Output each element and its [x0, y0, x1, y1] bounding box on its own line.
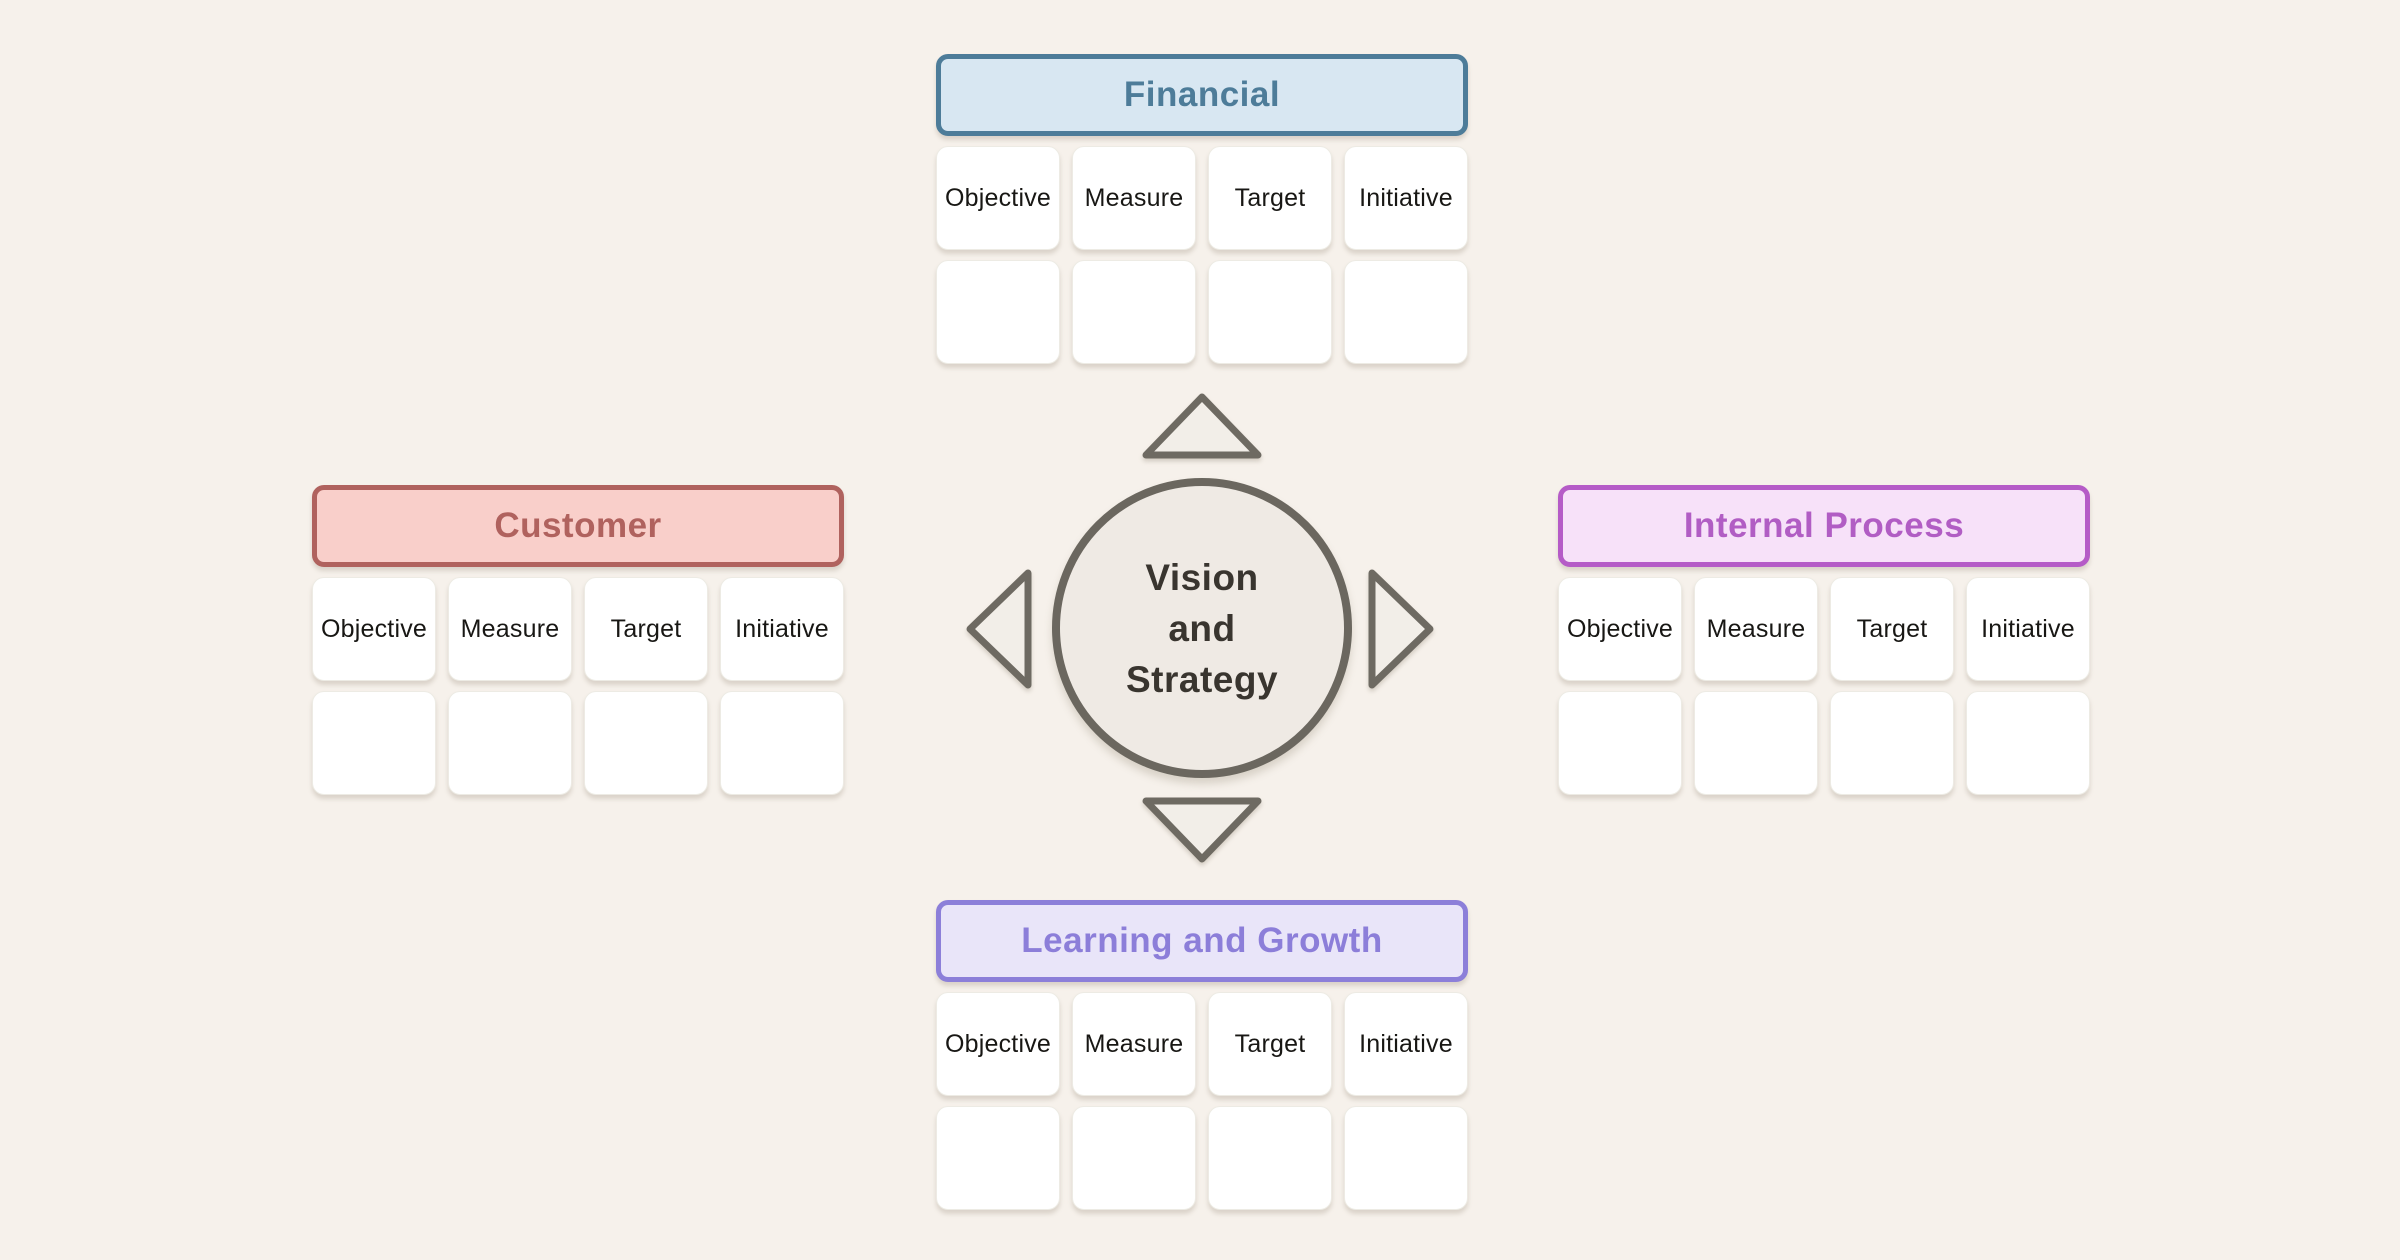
column-header-cell: Measure — [1072, 992, 1196, 1096]
arrow-left-icon — [966, 569, 1032, 689]
arrow-up-icon — [1142, 393, 1262, 459]
column-header-cell: Target — [1208, 992, 1332, 1096]
section-header-learning-growth: Learning and Growth — [936, 900, 1468, 982]
section-title: Learning and Growth — [1021, 921, 1383, 960]
column-header-cell: Initiative — [1344, 146, 1468, 250]
empty-cell — [1344, 1106, 1468, 1210]
section-title: Financial — [1123, 75, 1281, 114]
empty-cell — [720, 691, 844, 795]
empty-cell — [1208, 260, 1332, 364]
section-header-customer: Customer — [312, 485, 844, 567]
section-internal-process: Internal Process Objective Measure Targe… — [1558, 485, 2090, 795]
column-header-cell: Objective — [1558, 577, 1682, 681]
column-header-cell: Objective — [936, 146, 1060, 250]
section-header-internal-process: Internal Process — [1558, 485, 2090, 567]
column-header-cell: Target — [1208, 146, 1332, 250]
section-header-financial: Financial — [936, 54, 1468, 136]
empty-cell — [1694, 691, 1818, 795]
column-header-cell: Measure — [448, 577, 572, 681]
empty-cell — [312, 691, 436, 795]
empty-cell — [936, 260, 1060, 364]
empty-cell — [1072, 1106, 1196, 1210]
column-header-cell: Initiative — [1344, 992, 1468, 1096]
arrow-right-icon — [1368, 569, 1434, 689]
section-customer: Customer Objective Measure Target Initia… — [312, 485, 844, 795]
empty-cell — [1966, 691, 2090, 795]
empty-cell — [1830, 691, 1954, 795]
empty-cell — [936, 1106, 1060, 1210]
column-header-cell: Measure — [1072, 146, 1196, 250]
vision-line: Strategy — [1125, 658, 1279, 700]
section-grid-financial: Objective Measure Target Initiative — [936, 146, 1468, 364]
vision-line: Vision — [1145, 556, 1259, 598]
empty-cell — [1208, 1106, 1332, 1210]
section-learning-growth: Learning and Growth Objective Measure Ta… — [936, 900, 1468, 1210]
column-header-cell: Target — [1830, 577, 1954, 681]
arrow-down-icon — [1142, 797, 1262, 863]
empty-cell — [1072, 260, 1196, 364]
section-title: Customer — [494, 506, 662, 545]
section-grid-customer: Objective Measure Target Initiative — [312, 577, 844, 795]
empty-cell — [1344, 260, 1468, 364]
empty-cell — [584, 691, 708, 795]
empty-cell — [1558, 691, 1682, 795]
column-header-cell: Initiative — [720, 577, 844, 681]
empty-cell — [448, 691, 572, 795]
column-header-cell: Initiative — [1966, 577, 2090, 681]
section-grid-internal-process: Objective Measure Target Initiative — [1558, 577, 2090, 795]
section-grid-learning-growth: Objective Measure Target Initiative — [936, 992, 1468, 1210]
column-header-cell: Objective — [936, 992, 1060, 1096]
column-header-cell: Target — [584, 577, 708, 681]
section-title: Internal Process — [1683, 506, 1965, 545]
column-header-cell: Objective — [312, 577, 436, 681]
vision-line: and — [1168, 607, 1236, 649]
section-financial: Financial Objective Measure Target Initi… — [936, 54, 1468, 364]
column-header-cell: Measure — [1694, 577, 1818, 681]
vision-strategy-circle: Vision and Strategy — [1052, 478, 1352, 778]
